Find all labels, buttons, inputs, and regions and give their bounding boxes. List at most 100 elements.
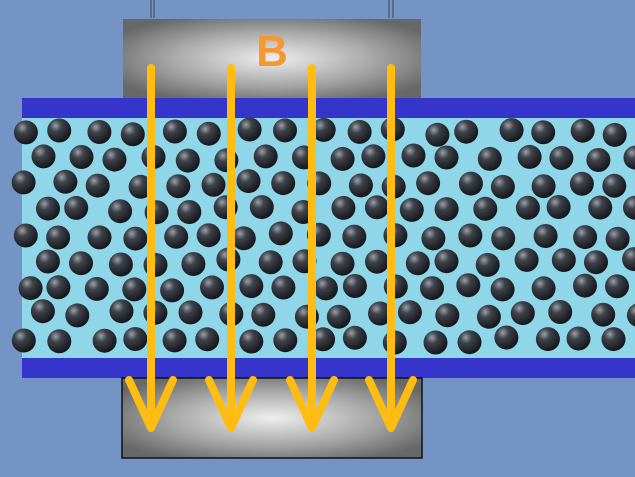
particle [65, 303, 90, 328]
particle [397, 300, 422, 325]
particle [64, 195, 89, 220]
particle [588, 195, 613, 220]
particle [11, 328, 36, 353]
particle [271, 171, 296, 196]
particle [69, 251, 93, 276]
particle [120, 122, 145, 147]
particle [361, 144, 386, 169]
particle [405, 251, 430, 276]
particle [602, 122, 627, 147]
particle [108, 252, 133, 277]
field-line-arrowhead [125, 376, 177, 432]
particle [605, 226, 630, 251]
particle [200, 275, 224, 300]
particle [622, 247, 635, 272]
particle [251, 302, 276, 327]
particle [434, 249, 459, 274]
channel-wall-top [22, 98, 635, 118]
particle [569, 171, 594, 196]
particle [365, 249, 389, 274]
particle [549, 146, 574, 170]
particle [271, 275, 296, 300]
field-line-arrowhead [286, 376, 338, 432]
particle [477, 146, 502, 171]
particle [123, 327, 148, 351]
channel-wall-bottom [22, 358, 635, 378]
particle [342, 274, 367, 298]
particle [570, 118, 595, 143]
particle [364, 195, 389, 220]
particle [601, 327, 626, 352]
particle [457, 330, 482, 355]
particle [605, 274, 629, 299]
particle [602, 173, 627, 198]
particle [175, 148, 200, 173]
particle [473, 196, 498, 221]
particle [399, 197, 424, 222]
particle [623, 195, 635, 220]
particle [494, 325, 519, 350]
particle [195, 327, 220, 352]
particle [36, 196, 60, 221]
particle [122, 277, 147, 302]
particle [11, 170, 36, 195]
particle [425, 122, 450, 147]
particle [475, 252, 500, 277]
particle [326, 304, 351, 329]
particle [535, 327, 560, 352]
field-line-arrowhead [205, 376, 257, 432]
particle [584, 250, 608, 275]
particle [531, 276, 556, 301]
particle [30, 299, 55, 324]
particle [35, 249, 60, 274]
particle [258, 250, 283, 275]
particle [331, 195, 356, 220]
particle [517, 144, 542, 169]
particle [160, 278, 185, 303]
top-magnet [123, 19, 421, 98]
particle [273, 118, 297, 143]
particle [46, 275, 71, 300]
particle [92, 328, 117, 353]
particle [231, 226, 256, 251]
particle [273, 328, 298, 353]
particle [342, 325, 367, 350]
particle [434, 145, 459, 170]
particle [510, 301, 535, 326]
particle [476, 304, 501, 329]
particle [108, 199, 133, 224]
particle [623, 145, 635, 170]
particle [548, 300, 573, 324]
particle [87, 225, 112, 250]
particle [551, 248, 576, 272]
particle [123, 226, 148, 251]
particle [164, 224, 189, 249]
particle [348, 173, 373, 198]
particle [531, 174, 556, 199]
particle [515, 195, 540, 220]
particle [239, 329, 264, 354]
particle [421, 226, 446, 251]
particle [31, 144, 56, 169]
particle [499, 118, 524, 143]
particle [47, 118, 72, 143]
particle [162, 328, 187, 353]
particle [573, 273, 597, 298]
particle [253, 144, 278, 169]
particle [87, 120, 112, 144]
particle [531, 120, 556, 145]
particle [53, 169, 78, 194]
magnet-field-label: B [256, 27, 288, 76]
particle [46, 225, 71, 250]
field-line-arrowhead [365, 376, 417, 432]
particle [236, 169, 261, 194]
particle [330, 251, 355, 276]
particle [416, 171, 441, 196]
particle [18, 276, 43, 301]
particle [311, 117, 336, 142]
particle [456, 273, 481, 298]
particle [458, 223, 483, 248]
particle [435, 303, 460, 328]
particle [401, 143, 426, 168]
particle [69, 145, 94, 169]
